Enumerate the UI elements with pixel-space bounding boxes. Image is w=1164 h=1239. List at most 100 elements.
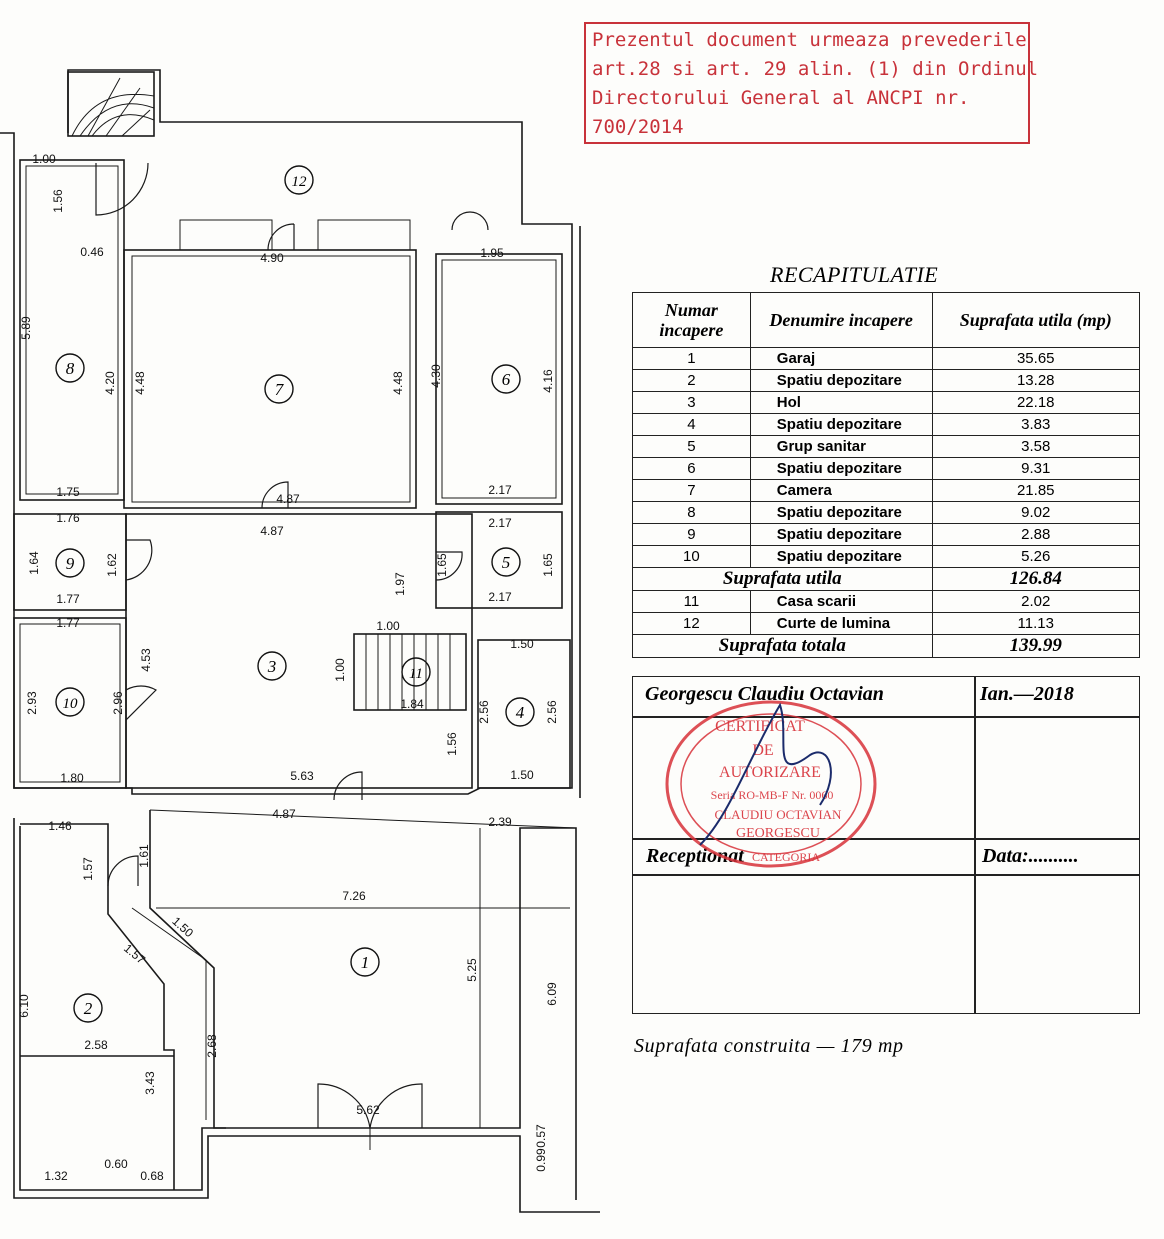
- dimension-label: 6.09: [545, 982, 559, 1006]
- dimension-label: 1.46: [48, 819, 72, 833]
- cert-line: AUTORIZARE: [719, 764, 821, 781]
- door-garage-hall: [333, 771, 363, 801]
- recap-cell-area: 9.31: [931, 457, 1140, 480]
- dimension-label: 5.63: [290, 769, 314, 783]
- dimension-label: 1.76: [56, 511, 80, 525]
- room-label: 6: [491, 364, 521, 394]
- recap-cell-area: 5.26: [931, 545, 1140, 568]
- recap-cell-num: 7: [632, 479, 751, 502]
- dimension-label: 1.77: [56, 592, 80, 606]
- room-circle: [55, 548, 85, 578]
- total-area-row-value: 139.99: [931, 634, 1140, 658]
- room-2-wall: [20, 823, 175, 1190]
- room-number: 10: [63, 696, 79, 712]
- dimension-label: 1.56: [445, 732, 459, 756]
- recap-cell-name: Spatiu depozitare: [749, 457, 933, 480]
- recap-cell-num: 11: [632, 590, 751, 613]
- room-number: 9: [66, 554, 75, 573]
- dimension-label: 1.00: [32, 152, 56, 166]
- room-5-wall: [435, 511, 563, 609]
- room-circle: [73, 993, 103, 1023]
- recap-cell-name: Camera: [749, 479, 933, 502]
- signature-line-2: [632, 838, 1140, 840]
- built-area: Suprafata construita — 179 mp: [634, 1035, 904, 1057]
- room-circle: [284, 165, 314, 195]
- total-area-row-label: Suprafata totala: [632, 634, 933, 658]
- recap-cell-num: 8: [632, 501, 751, 524]
- room-label: 10: [55, 687, 85, 717]
- recap-cell-area: 2.02: [931, 590, 1140, 613]
- room-number: 6: [502, 370, 511, 389]
- dimension-label: 0.68: [140, 1169, 164, 1183]
- recap-table: Numar incapere Denumire incapere Suprafa…: [632, 292, 1140, 658]
- dimension-label: 2.56: [477, 700, 491, 724]
- room-label: 4: [505, 697, 535, 727]
- dimension-label: 5.89: [19, 316, 33, 340]
- room-8-wall: [19, 159, 125, 501]
- dimension-label: 1.65: [435, 553, 449, 577]
- dimension-label: 0.60: [104, 1157, 128, 1171]
- room-circle: [350, 947, 380, 977]
- signature-divider: [974, 676, 976, 1014]
- recap-cell-num: 5: [632, 435, 751, 458]
- recap-title: RECAPITULATIE: [770, 262, 939, 287]
- dimension-label: 1.00: [376, 619, 400, 633]
- date-label: Data:..........: [982, 845, 1079, 867]
- dimension-label: 5.62: [356, 1103, 380, 1117]
- room-6-inner: [441, 259, 557, 499]
- dimension-label: 0.46: [80, 245, 104, 259]
- useful-area-row-label: Suprafata utila: [632, 567, 933, 591]
- recap-cell-area: 3.58: [931, 435, 1140, 458]
- dimension-label: 1.32: [44, 1169, 68, 1183]
- dimension-label: 4.87: [276, 492, 300, 506]
- signature-line-3: [632, 874, 1140, 876]
- header-name: Denumire incapere: [749, 292, 933, 348]
- room-label: 5: [491, 547, 521, 577]
- dimension-label: 1.77: [56, 616, 80, 630]
- recap-cell-name: Garaj: [749, 347, 933, 370]
- door-7-hall: [261, 481, 289, 509]
- dimension-label: 1.80: [60, 771, 84, 785]
- room-8-inner: [25, 165, 119, 495]
- dimension-label: 1.00: [333, 658, 347, 682]
- recap-cell-name: Spatiu depozitare: [749, 501, 933, 524]
- door-yard: [95, 162, 149, 216]
- room-label: 9: [55, 548, 85, 578]
- recap-cell-num: 4: [632, 413, 751, 436]
- dimension-label: 7.26: [342, 889, 366, 903]
- dimension-label: 1.50: [510, 768, 534, 782]
- dimension-label: 1.50: [169, 914, 196, 940]
- stamp-line: 700/2014: [592, 116, 684, 138]
- outer-wall-lower-inner: [19, 826, 226, 1191]
- yard-stairs: [67, 71, 155, 137]
- room-number: 2: [84, 999, 93, 1018]
- recap-cell-area: 13.28: [931, 369, 1140, 392]
- dimension-label: 1.57: [121, 941, 148, 967]
- dimension-label: 3.43: [143, 1071, 157, 1095]
- signature-scribble: [699, 702, 832, 846]
- dimension-label: 1.95: [480, 246, 504, 260]
- recap-cell-num: 12: [632, 612, 751, 635]
- recap-cell-area: 22.18: [931, 391, 1140, 414]
- recap-cell-name: Spatiu depozitare: [749, 523, 933, 546]
- room-circle: [55, 353, 85, 383]
- room-number: 11: [409, 666, 423, 682]
- cert-line: CERTIFICAT: [715, 718, 805, 735]
- room-number: 3: [267, 657, 277, 676]
- recap-cell-num: 6: [632, 457, 751, 480]
- dimension-label: 1.65: [541, 553, 555, 577]
- stamp-line: Prezentul document urmeaza prevederile: [592, 29, 1027, 51]
- room-number: 5: [502, 553, 511, 572]
- received-label: Receptionat: [646, 845, 744, 867]
